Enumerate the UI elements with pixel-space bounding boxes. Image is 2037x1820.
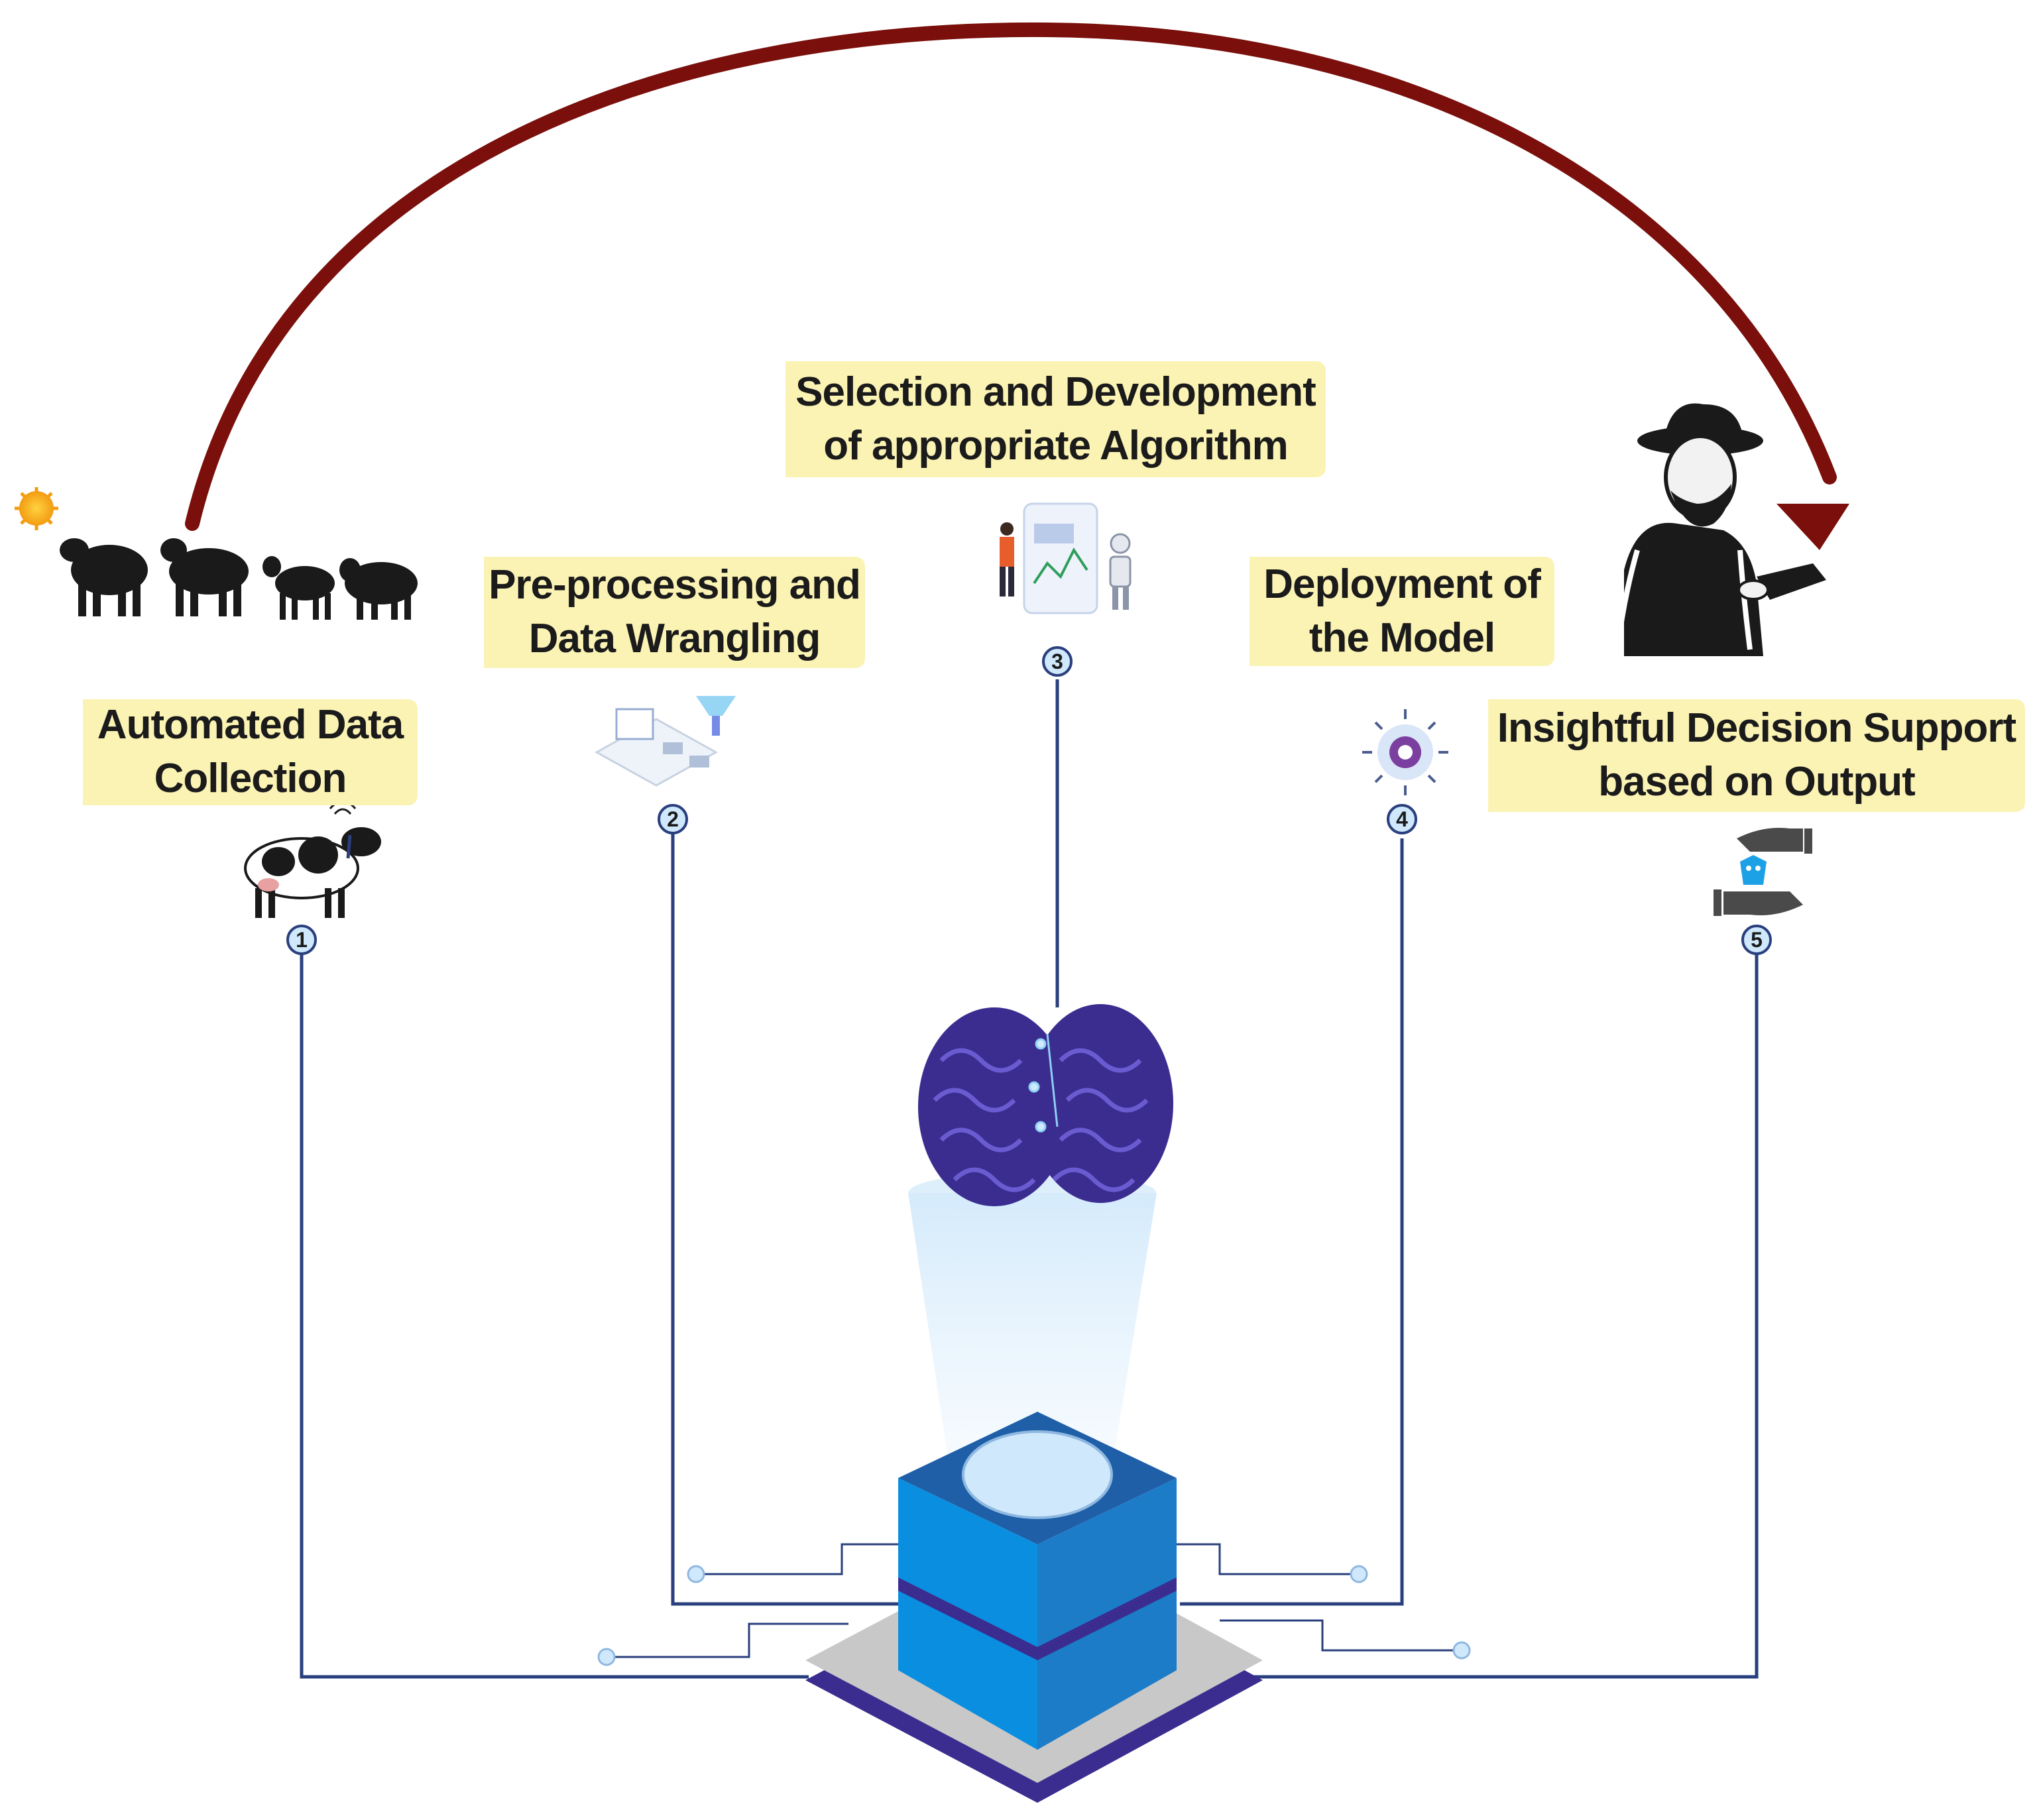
gear-deployment-icon — [1362, 709, 1448, 795]
step-4-number: 4 — [1387, 804, 1417, 834]
smart-cow-sensor-icon — [244, 800, 381, 918]
step-2-label: Pre-processing and Data Wrangling — [484, 557, 865, 668]
step-1-number: 1 — [286, 925, 317, 955]
step-1-label-text: Automated Data Collection — [97, 702, 404, 801]
step-3-label: Selection and Development of appropriate… — [786, 361, 1326, 477]
light-beam — [908, 1193, 1157, 1458]
hands-cow-icon — [1714, 828, 1812, 916]
feedback-arc-arrow — [185, 22, 1849, 550]
step-5-label: Insightful Decision Support based on Out… — [1488, 699, 2025, 812]
circuit-nodes — [597, 1565, 1471, 1666]
step-4-label: Deployment of the Model — [1250, 557, 1554, 666]
sun-icon — [15, 487, 58, 530]
step-1-label: Automated Data Collection — [83, 699, 418, 805]
step-5-number: 5 — [1741, 925, 1772, 955]
analyst-robot-chart-icon — [1000, 502, 1132, 614]
step-5-label-text: Insightful Decision Support based on Out… — [1497, 705, 2016, 805]
step-3-number: 3 — [1042, 646, 1073, 677]
processor-cube-icon — [805, 1412, 1263, 1803]
step-3-label-text: Selection and Development of appropriate… — [795, 369, 1316, 469]
farmer-tablet-icon — [1615, 403, 1826, 656]
step-4-label-text: Deployment of the Model — [1263, 561, 1541, 661]
connector-lines — [300, 679, 1759, 1679]
data-filter-icon — [594, 696, 736, 787]
step-2-number: 2 — [658, 804, 688, 834]
brain-icon — [918, 1004, 1173, 1206]
livestock-silhouettes-icon — [60, 538, 418, 620]
circuit-traces — [607, 1543, 1462, 1658]
step-2-label-text: Pre-processing and Data Wrangling — [489, 562, 861, 661]
